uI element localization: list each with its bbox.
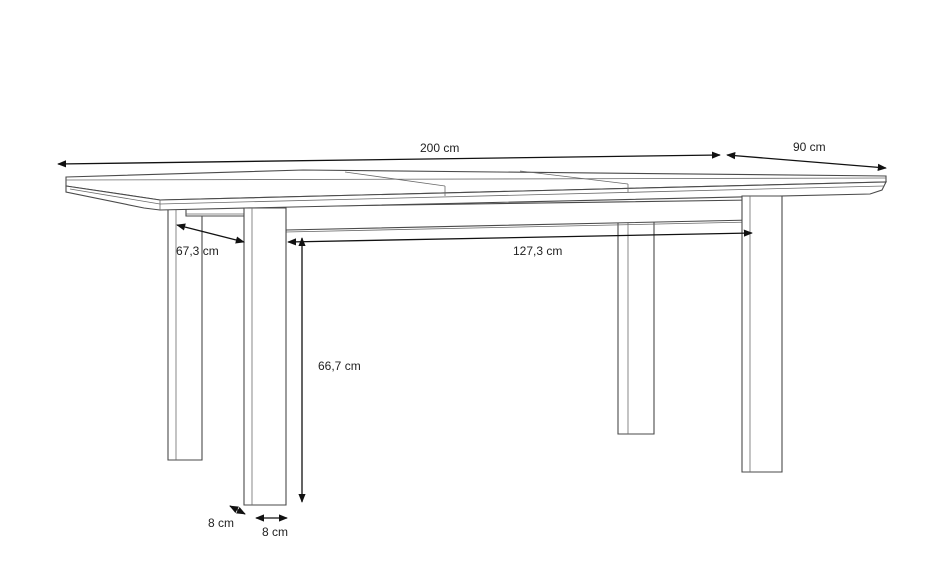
table-top — [65, 169, 887, 211]
front-leg-left — [243, 207, 287, 506]
inner-depth-dimension-line — [176, 223, 245, 244]
back-leg-right — [617, 217, 655, 435]
leg-depth-dimension-line — [229, 505, 246, 515]
inner-length-dimension-line — [287, 229, 753, 246]
inner-depth-label: 67,3 cm — [176, 244, 219, 258]
front-leg-right — [741, 195, 783, 473]
depth-label: 90 cm — [793, 140, 826, 154]
length-dimension-line — [57, 151, 721, 168]
leg-depth-label: 8 cm — [208, 516, 234, 530]
height-label: 66,7 cm — [318, 359, 361, 373]
depth-dimension-line — [726, 152, 887, 171]
leg-width-label: 8 cm — [262, 525, 288, 539]
inner-length-label: 127,3 cm — [513, 244, 562, 258]
length-label: 200 cm — [420, 141, 459, 155]
